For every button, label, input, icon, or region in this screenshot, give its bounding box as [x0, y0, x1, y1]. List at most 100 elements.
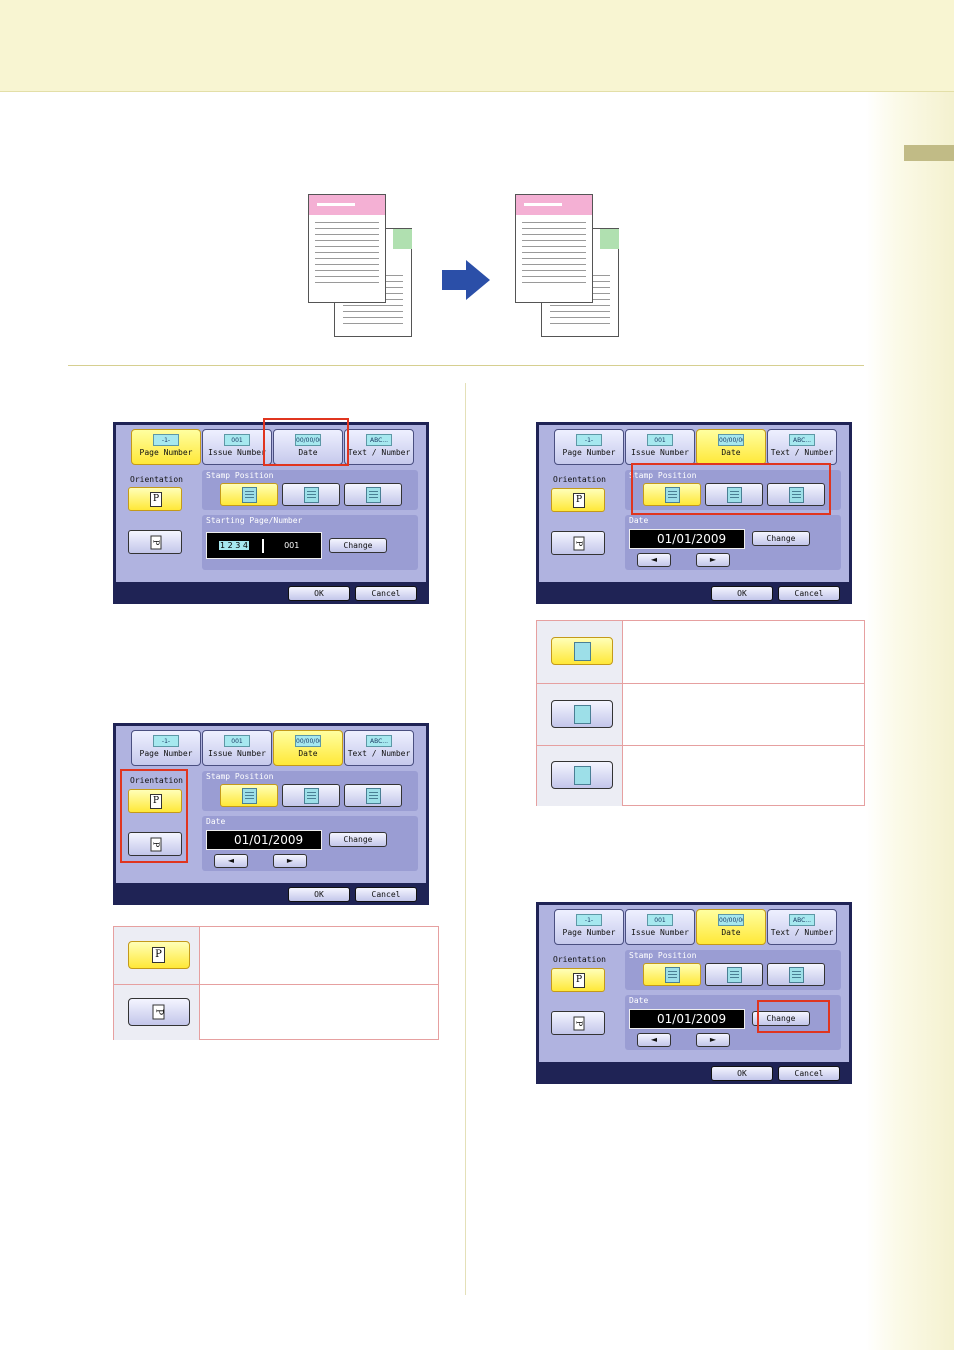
- stamp-bottom-center-icon: [665, 487, 680, 503]
- change-button[interactable]: Change: [329, 832, 387, 847]
- stamp-position-top-right-button[interactable]: [344, 784, 402, 807]
- cursor-right-button[interactable]: ►: [696, 1033, 730, 1047]
- landscape-page-icon: P: [152, 1004, 165, 1020]
- table-row: P: [114, 927, 438, 984]
- orientation-label: Orientation: [130, 475, 183, 484]
- stacked-pages-icon: 1 2 3 4: [219, 541, 249, 550]
- stamp-top-right-icon: [574, 766, 591, 785]
- stamp-position-bottom-center-button[interactable]: [220, 483, 278, 506]
- cursor-left-button[interactable]: ◄: [637, 553, 671, 567]
- tab-text-number[interactable]: ABC...Text / Number: [344, 730, 414, 766]
- stamp-position-top-right-button[interactable]: [344, 483, 402, 506]
- portrait-button[interactable]: P: [128, 487, 182, 511]
- ok-button[interactable]: OK: [288, 887, 350, 902]
- starting-page-section: Starting Page/Number 1 2 3 4 001 Change: [202, 515, 418, 570]
- stamp-bottom-right-icon: [727, 967, 742, 983]
- stamp-position-bottom-right-button[interactable]: [282, 784, 340, 807]
- chapter-tab: [904, 145, 954, 161]
- stamp-position-bottom-right-button[interactable]: [282, 483, 340, 506]
- portrait-button[interactable]: P: [551, 968, 605, 992]
- portrait-button[interactable]: P: [128, 789, 182, 813]
- change-button[interactable]: Change: [752, 531, 810, 546]
- date-section: Date 01/01/2009 Change ◄ ►: [625, 995, 841, 1050]
- tab-page-number[interactable]: -1-Page Number: [131, 429, 201, 465]
- portrait-button[interactable]: P: [551, 488, 605, 512]
- stamp-bottom-center-icon: [665, 967, 680, 983]
- ok-button[interactable]: OK: [711, 586, 773, 601]
- cancel-button[interactable]: Cancel: [778, 586, 840, 601]
- stamp-position-section: Stamp Position: [625, 470, 841, 510]
- cancel-button[interactable]: Cancel: [778, 1066, 840, 1081]
- column-divider: [465, 383, 466, 1295]
- cursor-right-button[interactable]: ►: [273, 854, 307, 868]
- landscape-page-icon: P: [573, 536, 585, 551]
- date-display: 01/01/2009: [629, 529, 745, 549]
- stamp-position-section: Stamp Position: [202, 470, 418, 510]
- stamp-bottom-center-icon: [574, 642, 591, 661]
- tab-text-number[interactable]: ABC...Text / Number: [767, 429, 837, 465]
- date-display: 01/01/2009: [206, 830, 322, 850]
- stamp-position-bottom-right-button[interactable]: [705, 483, 763, 506]
- stamp-position-bottom-right-button[interactable]: [705, 963, 763, 986]
- cursor-left-button[interactable]: ◄: [637, 1033, 671, 1047]
- table-row: [537, 683, 864, 745]
- orientation-label: Orientation: [130, 776, 183, 785]
- cursor-right-button[interactable]: ►: [696, 553, 730, 567]
- cursor-left-button[interactable]: ◄: [214, 854, 248, 868]
- tab-text-number[interactable]: ABC...Text / Number: [344, 429, 414, 465]
- landscape-page-icon: P: [573, 1016, 585, 1031]
- stamp-bottom-right-icon: [574, 705, 591, 724]
- portrait-page-icon: P: [150, 492, 162, 507]
- stamp-position-bottom-center-button[interactable]: [643, 963, 701, 986]
- stamp-top-right-icon: [366, 487, 381, 503]
- orientation-label: Orientation: [553, 955, 606, 964]
- cancel-button[interactable]: Cancel: [355, 586, 417, 601]
- stamp-bottom-right-icon: [304, 487, 319, 503]
- date-section: Date 01/01/2009 Change ◄ ►: [625, 515, 841, 570]
- stamp-position-options-table: [536, 620, 865, 806]
- cancel-button[interactable]: Cancel: [355, 887, 417, 902]
- header-band: [0, 0, 954, 92]
- stamp-top-right-icon: [366, 788, 381, 804]
- stamp-position-bottom-center-button[interactable]: [220, 784, 278, 807]
- portrait-button: P: [128, 941, 190, 969]
- highlight-date-tab: [263, 418, 349, 466]
- stamp-position-bottom-center-button[interactable]: [643, 483, 701, 506]
- stamp-position-top-right-button[interactable]: [767, 963, 825, 986]
- highlight-stamp-position: [631, 463, 831, 515]
- ok-button[interactable]: OK: [711, 1066, 773, 1081]
- landscape-button[interactable]: P: [128, 832, 182, 856]
- change-button[interactable]: Change: [329, 538, 387, 553]
- landscape-button[interactable]: P: [551, 1011, 605, 1035]
- highlight-change-button: [757, 1000, 830, 1033]
- tab-page-number[interactable]: -1-Page Number: [554, 429, 624, 465]
- date-section: Date 01/01/2009 Change ◄ ►: [202, 816, 418, 871]
- stamp-position-top-right-button[interactable]: [767, 483, 825, 506]
- ok-button[interactable]: OK: [288, 586, 350, 601]
- stamp-top-right-icon: [789, 487, 804, 503]
- tab-page-number[interactable]: -1-Page Number: [554, 909, 624, 945]
- tab-page-number[interactable]: -1-Page Number: [131, 730, 201, 766]
- landscape-button[interactable]: P: [551, 531, 605, 555]
- stamp-position-bottom-center-button: [551, 637, 613, 665]
- portrait-page-icon: P: [152, 947, 165, 963]
- stamp-bottom-center-icon: [242, 788, 257, 804]
- stamp-top-right-icon: [789, 967, 804, 983]
- table-row: [537, 621, 864, 683]
- change-button[interactable]: Change: [752, 1011, 810, 1026]
- stamp-position-top-right-button: [551, 761, 613, 789]
- tab-text-number[interactable]: ABC...Text / Number: [767, 909, 837, 945]
- stamp-position-bottom-right-button: [551, 700, 613, 728]
- portrait-page-icon: P: [573, 973, 585, 988]
- landscape-button[interactable]: P: [128, 530, 182, 554]
